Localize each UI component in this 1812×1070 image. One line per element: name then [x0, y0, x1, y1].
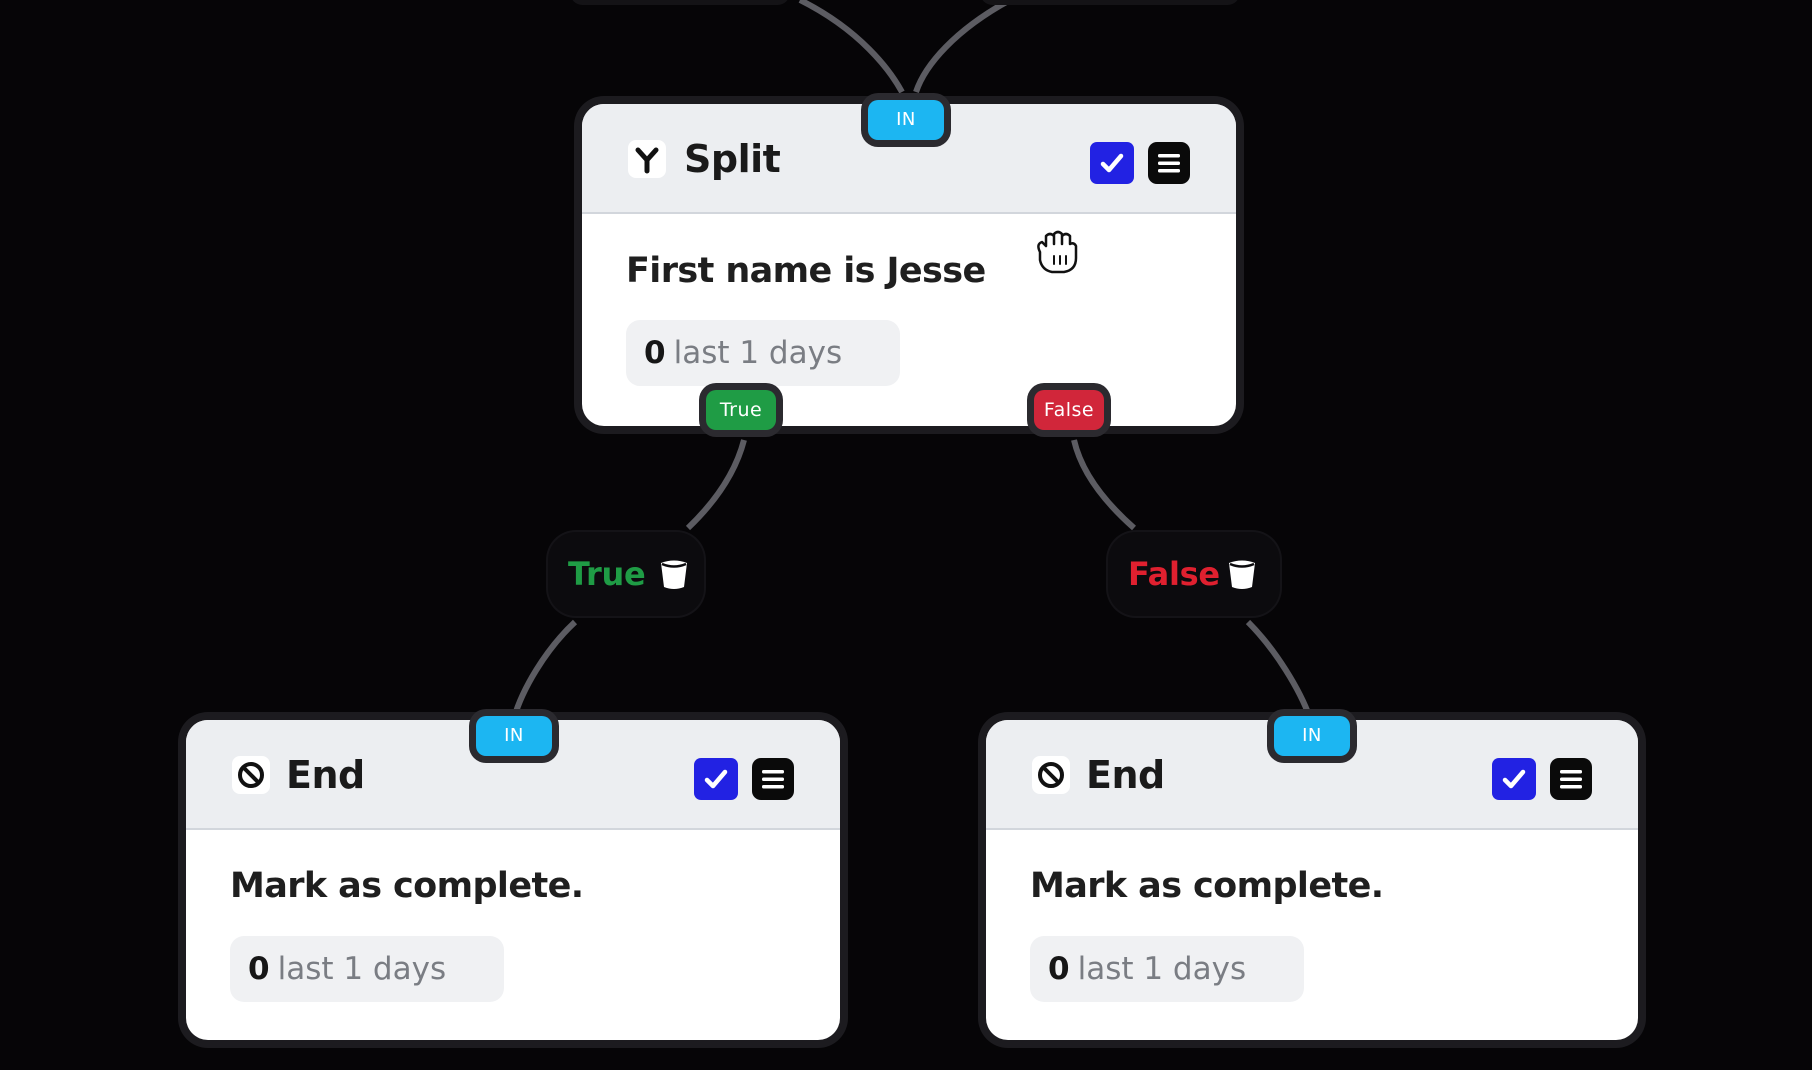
edge-false-upper [1071, 439, 1136, 531]
stat-count: 0 [644, 335, 666, 371]
node-title: End [286, 753, 365, 797]
upstream-node-right [980, 0, 1240, 5]
node-description: Mark as complete. [1030, 866, 1384, 906]
edge-true-lower [511, 619, 578, 719]
edge-label-text: True [568, 555, 646, 593]
ban-icon [232, 756, 270, 794]
edge-into-split-right [913, 0, 1012, 94]
node-title: Split [684, 137, 781, 181]
edge-true-upper [685, 439, 747, 531]
edge-label-true[interactable]: True [548, 532, 704, 616]
node-menu-button[interactable] [752, 758, 794, 800]
node-menu-button[interactable] [1550, 758, 1592, 800]
stat-label: last 1 days [1077, 951, 1247, 987]
trash-icon[interactable] [1224, 556, 1260, 592]
input-port[interactable]: IN [476, 716, 552, 756]
node-description: Mark as complete. [230, 866, 584, 906]
edge-false-lower [1245, 619, 1313, 720]
trash-icon[interactable] [656, 556, 692, 592]
node-title: End [1086, 753, 1165, 797]
edge-into-split-left [798, 0, 905, 94]
ban-icon [1032, 756, 1070, 794]
edge-label-text: False [1128, 555, 1220, 593]
grab-hand-icon [1026, 222, 1086, 282]
stat-label: last 1 days [673, 335, 843, 371]
stat-label: last 1 days [277, 951, 447, 987]
upstream-node-left [570, 0, 790, 5]
node-menu-button[interactable] [1148, 142, 1190, 184]
input-port[interactable]: IN [1274, 716, 1350, 756]
stat-count: 0 [1048, 951, 1070, 987]
edge-label-false[interactable]: False [1108, 532, 1280, 616]
split-icon [628, 140, 666, 178]
input-port[interactable]: IN [868, 100, 944, 140]
output-port-false[interactable]: False [1034, 390, 1104, 430]
node-description: First name is Jesse [626, 251, 986, 291]
enable-checkbox[interactable] [694, 758, 738, 800]
enable-checkbox[interactable] [1090, 142, 1134, 184]
stat-count: 0 [248, 951, 270, 987]
split-node-header: Split [582, 104, 1236, 214]
output-port-true[interactable]: True [706, 390, 776, 430]
enable-checkbox[interactable] [1492, 758, 1536, 800]
